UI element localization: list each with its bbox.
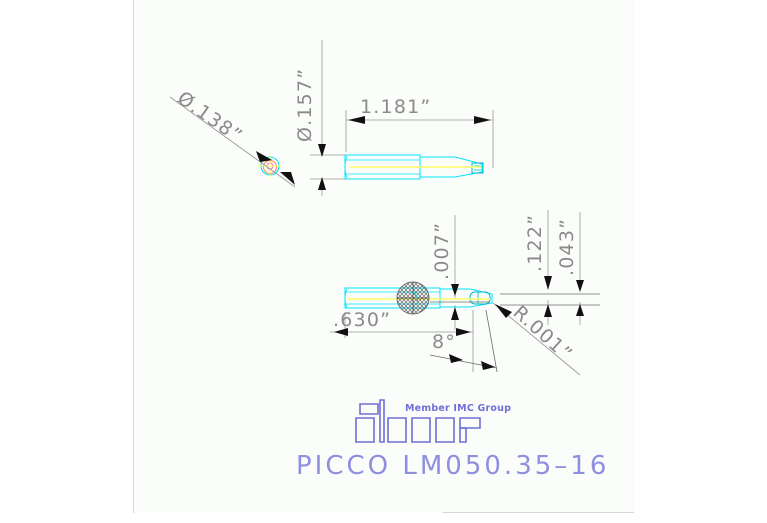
dimension-height-007: .007”: [430, 215, 490, 330]
dimension-width-122: .122”: [500, 210, 600, 325]
dimension-label-angle-8: 8°: [432, 331, 456, 353]
iscar-logo: Member IMC Group: [355, 399, 511, 443]
dimension-label-length-630: .630”: [333, 309, 391, 331]
section-detail-circle: [396, 281, 430, 315]
dimension-diameter-157: Ø.157”: [294, 40, 345, 196]
dimension-label-length-1181: 1.181”: [360, 96, 431, 118]
dimension-length-630: .630”: [330, 309, 474, 372]
dimension-label-width-043: .043”: [556, 218, 578, 276]
dimension-label-diameter-138: Ø.138”: [173, 87, 246, 148]
dimension-label-radius-001: R.001”: [509, 301, 577, 365]
sheet-bottom-border: [443, 512, 634, 513]
dimension-label-diameter-157: Ø.157”: [294, 68, 316, 142]
dimension-label-height-007: .007”: [431, 222, 453, 280]
dimension-label-width-122: .122”: [524, 214, 546, 272]
dimension-width-043: .043”: [556, 212, 584, 325]
logo-tagline: Member IMC Group: [405, 403, 511, 414]
drawing-title: PICCO LM050.35–16: [296, 451, 609, 481]
dimension-radius-001: R.001”: [492, 301, 581, 376]
dimension-angle-8: 8°: [429, 309, 498, 373]
top-view-tool-body: [344, 154, 484, 180]
dimension-length-1181: 1.181”: [345, 96, 494, 168]
